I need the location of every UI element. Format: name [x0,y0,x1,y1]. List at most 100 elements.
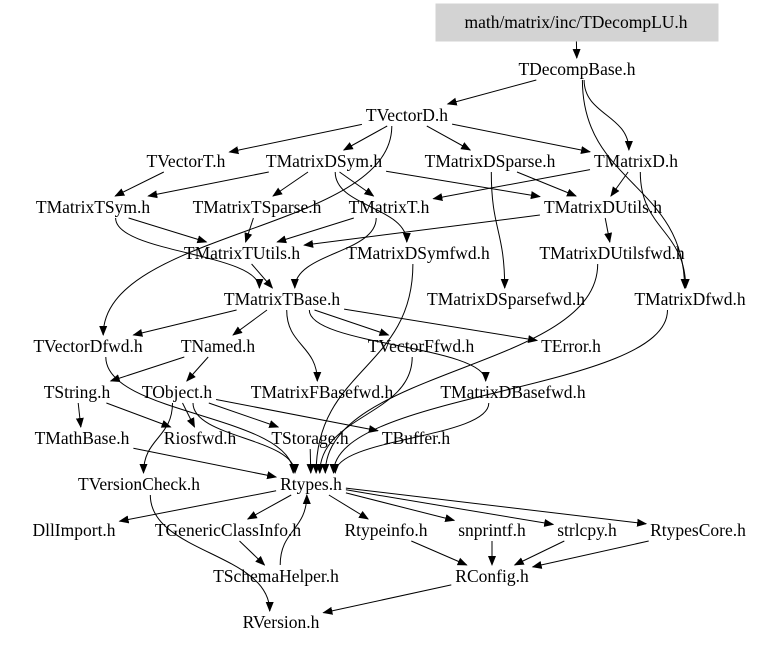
edge-TDecompBase-to-TMatrixD [583,79,633,151]
edge-Rtypes-to-DllImport [118,490,277,524]
graph-node[interactable]: RtypesCore.h [650,520,746,540]
edge-TVectorD-to-TVectorT [228,123,363,155]
graph-node[interactable]: TMatrixDSym.h [266,151,382,171]
edge-Rtypes-to-Rtypeinfo [328,494,369,520]
graph-node[interactable]: TObject.h [142,382,212,402]
graph-node[interactable]: RVersion.h [243,612,320,632]
graph-node[interactable]: TVectorT.h [147,151,226,171]
root-node[interactable]: math/matrix/inc/TDecompLU.h [435,3,719,42]
graph-node[interactable]: TMatrixD.h [594,151,678,171]
graph-node[interactable]: TVectorFfwd.h [368,336,475,356]
edge-TMatrixDSparse-to-TMatrixDSparsefwd [490,171,509,289]
edge-TMatrixTBase-to-TVectorFfwd [314,309,390,336]
graph-node[interactable]: strlcpy.h [557,520,617,540]
edge-TMatrixD-to-TMatrixDUtils [610,171,629,197]
edge-TObject-to-TVersionCheck [139,402,173,474]
edge-Rtypes-to-TGenericClassInfo [246,494,292,520]
node-label: DllImport.h [32,520,115,540]
edge-TNamed-to-TObject [186,356,209,382]
edge-TVectorDfwd-to-Rtypes [105,356,298,474]
edge-TDecompBase-to-TMatrixDfwd [581,79,689,289]
edge-TMatrixD-to-TMatrixT [432,169,591,201]
graph-node[interactable]: TMatrixTBase.h [224,289,340,309]
graph-node[interactable]: TMatrixDSymfwd.h [346,243,490,263]
node-label: TGenericClassInfo.h [155,520,302,540]
edge-TVectorD-to-TVectorDfwd [99,125,393,336]
edge-TMatrixDSym-to-TMatrixDSymfwd [334,171,411,243]
graph-node[interactable]: TStorage.h [271,428,349,448]
node-label: TMatrixDBasefwd.h [440,382,586,402]
graph-node[interactable]: TVectorDfwd.h [33,336,143,356]
node-label: TMathBase.h [35,428,130,448]
node-label: TMatrixDSparse.h [425,151,556,171]
node-label: Rtypes.h [280,474,342,494]
graph-node[interactable]: TGenericClassInfo.h [155,520,302,540]
graph-node[interactable]: TMatrixDUtilsfwd.h [539,243,685,263]
edge-TString-to-Riosfwd [106,402,172,428]
node-label: RtypesCore.h [650,520,746,540]
edge-TVectorD-to-TMatrixD [452,123,591,154]
node-label: Rtypeinfo.h [344,520,427,540]
graph-node[interactable]: TMatrixDSparse.h [425,151,556,171]
edge-TMatrixTBase-to-TError [344,308,539,344]
edge-Rtypes-to-RtypesCore [345,487,648,527]
edge-TMathBase-to-Rtypes [133,447,278,480]
nodes-layer: math/matrix/inc/TDecompLU.hTDecompBase.h… [32,3,746,632]
edge-TMatrixDfwd-to-Rtypes [329,309,668,474]
graph-node[interactable]: TError.h [541,336,601,356]
edge-TStorage-to-Rtypes [306,448,315,474]
graph-node[interactable]: TMatrixDBasefwd.h [440,382,586,402]
edge-Rtypes-to-snprintf [345,492,456,523]
edge-TMatrixTUtils-to-TMatrixTBase [251,263,274,289]
edge-RConfig-to-RVersion [322,584,452,615]
edge-TMatrixTSym-to-TMatrixTBase [115,217,264,289]
root-node-box [435,3,719,42]
edge-TMatrixDBasefwd-to-Rtypes [331,402,490,474]
node-label: TMatrixDSparsefwd.h [427,289,585,309]
edge-TVectorT-to-TMatrixTSym [114,171,165,197]
graph-node[interactable]: TMatrixDfwd.h [634,289,746,309]
graph-node[interactable]: snprintf.h [458,520,526,540]
graph-node[interactable]: RConfig.h [455,566,529,586]
node-label: TVersionCheck.h [78,474,200,494]
edge-TMatrixDSparse-to-TMatrixDUtils [516,171,577,197]
node-label: TMatrixDUtilsfwd.h [539,243,685,263]
edge-TMatrixTBase-to-TMatrixFBasefwd [286,309,322,382]
graph-node[interactable]: Riosfwd.h [164,428,237,448]
graph-node[interactable]: TMathBase.h [35,428,130,448]
graph-node[interactable]: TVersionCheck.h [78,474,200,494]
edge-TSchemaHelper-to-Rtypes [279,494,311,566]
node-label: TVectorD.h [366,105,448,125]
edge-TMatrixTSparse-to-TMatrixTUtils [244,217,254,243]
edge-RtypesCore-to-RConfig [531,540,649,569]
graph-node[interactable]: TDecompBase.h [518,59,635,79]
graph-node[interactable]: TSchemaHelper.h [213,566,339,586]
edge-TMatrixD-to-TMatrixDfwd [639,171,690,289]
graph-node[interactable]: TMatrixDUtils.h [544,197,662,217]
graph-node[interactable]: TString.h [44,382,111,402]
graph-node[interactable]: TMatrixDSparsefwd.h [427,289,585,309]
node-label: TMatrixTSym.h [36,197,150,217]
node-label: TMatrixD.h [594,151,678,171]
node-label: TMatrixDfwd.h [634,289,746,309]
node-label: TMatrixDUtils.h [544,197,662,217]
node-label: TMatrixTUtils.h [184,243,300,263]
graph-node[interactable]: TMatrixTSparse.h [193,197,322,217]
graph-node[interactable]: TBuffer.h [382,428,450,448]
node-label: TMatrixTSparse.h [193,197,322,217]
edge-Rtypes-to-strlcpy [345,489,555,527]
graph-node[interactable]: TNamed.h [181,336,256,356]
edge-TMatrixTBase-to-TNamed [232,309,268,336]
graph-node[interactable]: DllImport.h [32,520,115,540]
graph-node[interactable]: TMatrixT.h [349,197,430,217]
graph-node[interactable]: TMatrixFBasefwd.h [251,382,394,402]
node-label: TMatrixDSym.h [266,151,382,171]
graph-node[interactable]: Rtypes.h [280,474,342,494]
graph-node[interactable]: TMatrixTSym.h [36,197,150,217]
graph-node[interactable]: TVectorD.h [366,105,448,125]
edge-TVectorD-to-TMatrixDSparse [426,125,472,151]
edge-TMatrixT-to-TMatrixTBase [290,217,377,289]
graph-node[interactable]: Rtypeinfo.h [344,520,427,540]
node-label: TString.h [44,382,111,402]
graph-node[interactable]: TMatrixTUtils.h [184,243,300,263]
